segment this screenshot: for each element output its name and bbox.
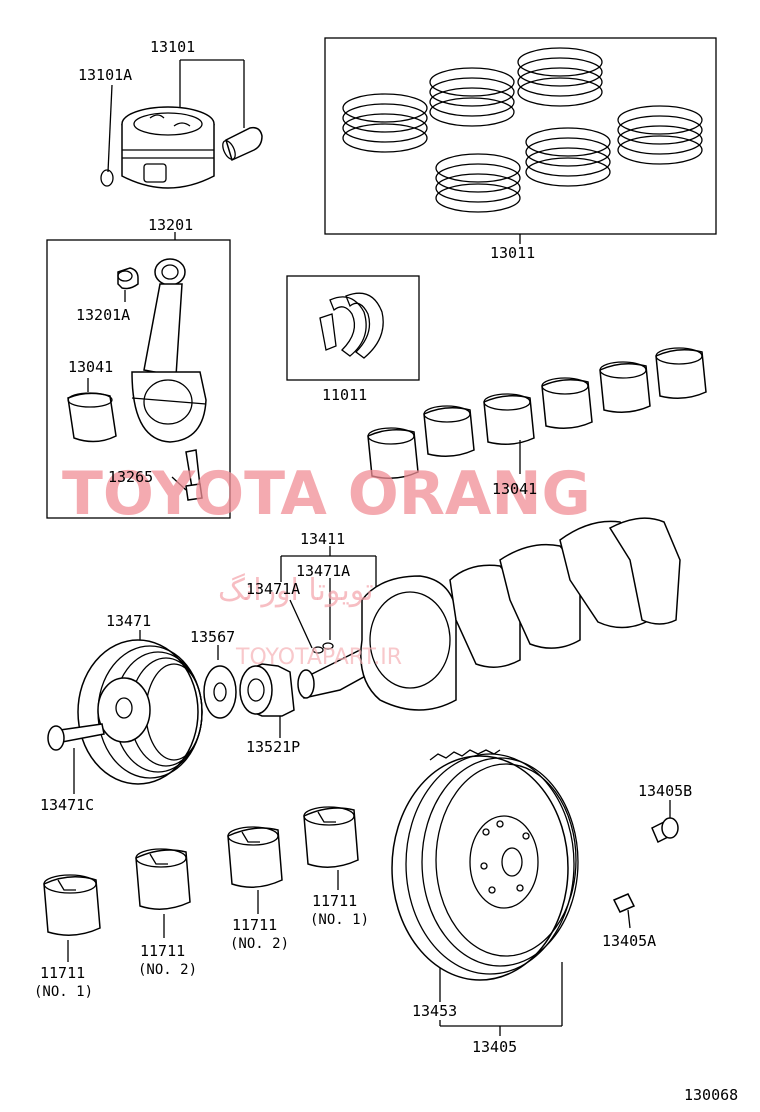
label-11711-b: 11711 bbox=[140, 942, 185, 960]
crank-angle-plate bbox=[203, 645, 237, 719]
piston-ring-set bbox=[324, 37, 717, 244]
watermark-brand: TOYOTA ORANG bbox=[62, 459, 591, 529]
label-11711-a: 11711 bbox=[40, 964, 85, 982]
label-13265: 13265 bbox=[108, 468, 153, 486]
part-labels: 13101 13101A 13011 13201 13201A 13041 13… bbox=[34, 38, 738, 1104]
flywheel bbox=[391, 749, 679, 1036]
label-13471A-b: 13471A bbox=[246, 580, 300, 598]
label-13201: 13201 bbox=[148, 216, 193, 234]
crank-bearing-row bbox=[367, 347, 707, 479]
label-11011: 11011 bbox=[322, 386, 367, 404]
label-11711-b-note: (NO. 2) bbox=[138, 962, 197, 978]
connecting-rod-assembly bbox=[46, 232, 231, 519]
label-11711-d: 11711 bbox=[312, 892, 357, 910]
watermark-site: TOYOTAPART.IR bbox=[235, 645, 402, 670]
watermark-persian: تویوتا اورانگ bbox=[218, 573, 374, 608]
label-13471C: 13471C bbox=[40, 796, 94, 814]
label-13201A: 13201A bbox=[76, 306, 130, 324]
thrust-washer-set bbox=[286, 275, 420, 381]
label-13521P: 13521P bbox=[246, 738, 300, 756]
label-13453: 13453 bbox=[412, 1002, 457, 1020]
label-13405: 13405 bbox=[472, 1038, 517, 1056]
label-13471: 13471 bbox=[106, 612, 151, 630]
label-13405B: 13405B bbox=[638, 782, 692, 800]
main-bearing-set bbox=[43, 806, 359, 962]
crankshaft-timing-gear bbox=[239, 663, 295, 738]
label-13471A-a: 13471A bbox=[296, 562, 350, 580]
figure-id: 130068 bbox=[684, 1086, 738, 1104]
label-13101A: 13101A bbox=[78, 66, 132, 84]
label-13041-right: 13041 bbox=[492, 480, 537, 498]
label-13411: 13411 bbox=[300, 530, 345, 548]
label-11711-a-note: (NO. 1) bbox=[34, 984, 93, 1000]
label-13101: 13101 bbox=[150, 38, 195, 56]
watermark: TOYOTA ORANG تویوتا اورانگ TOYOTAPART.IR bbox=[62, 459, 591, 670]
label-13041-left: 13041 bbox=[68, 358, 113, 376]
label-13405A: 13405A bbox=[602, 932, 656, 950]
label-11711-c: 11711 bbox=[232, 916, 277, 934]
crankshaft bbox=[280, 517, 681, 711]
label-11711-c-note: (NO. 2) bbox=[230, 936, 289, 952]
piston-assembly bbox=[100, 59, 263, 189]
label-13011: 13011 bbox=[490, 244, 535, 262]
crankshaft-pulley bbox=[47, 630, 203, 794]
label-11711-d-note: (NO. 1) bbox=[310, 912, 369, 928]
label-13567: 13567 bbox=[190, 628, 235, 646]
